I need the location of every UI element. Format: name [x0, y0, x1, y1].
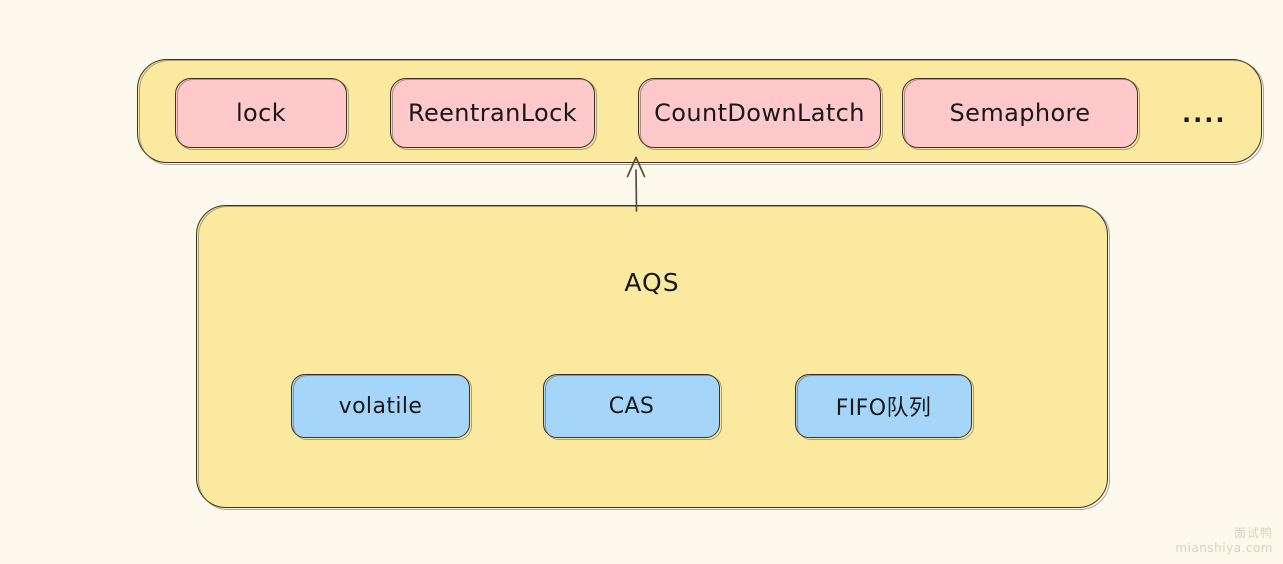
node-volatile[interactable]: volatile: [291, 374, 472, 440]
node-countdownlatch[interactable]: CountDownLatch: [638, 78, 883, 150]
node-reentranlock-label: ReentranLock: [407, 99, 578, 127]
node-reentranlock-fill: [390, 78, 595, 148]
node-lock[interactable]: lock: [175, 78, 349, 150]
node-fifo-queue-fill: [795, 374, 972, 438]
aqs-group-fill: [196, 205, 1108, 508]
node-cas[interactable]: CAS: [543, 374, 722, 440]
aqs-group: AQS: [196, 205, 1110, 510]
watermark-url: mianshiya.com: [1175, 541, 1273, 555]
aqs-group-title: AQS: [624, 268, 680, 297]
node-semaphore[interactable]: Semaphore: [902, 78, 1140, 150]
node-volatile-fill: [291, 374, 470, 438]
watermark-brand: 面试鸭: [1233, 526, 1273, 540]
node-lock-fill: [175, 78, 347, 148]
node-fifo-queue[interactable]: FIFO队列: [795, 374, 974, 440]
node-cas-fill: [543, 374, 720, 438]
node-semaphore-label: Semaphore: [949, 99, 1091, 127]
node-countdownlatch-fill: [638, 78, 881, 148]
node-fifo-queue-label: FIFO队列: [835, 396, 932, 421]
node-lock-label: lock: [235, 99, 287, 127]
top-group-ellipsis: ....: [1182, 100, 1227, 128]
watermark: 面试鸭 mianshiya.com: [1175, 526, 1273, 556]
arrow-aqs-to-top-group: [626, 156, 646, 212]
node-volatile-label: volatile: [338, 393, 423, 419]
node-semaphore-fill: [902, 78, 1138, 148]
node-reentranlock[interactable]: ReentranLock: [390, 78, 597, 150]
node-cas-label: CAS: [608, 393, 655, 419]
node-countdownlatch-label: CountDownLatch: [654, 99, 865, 127]
